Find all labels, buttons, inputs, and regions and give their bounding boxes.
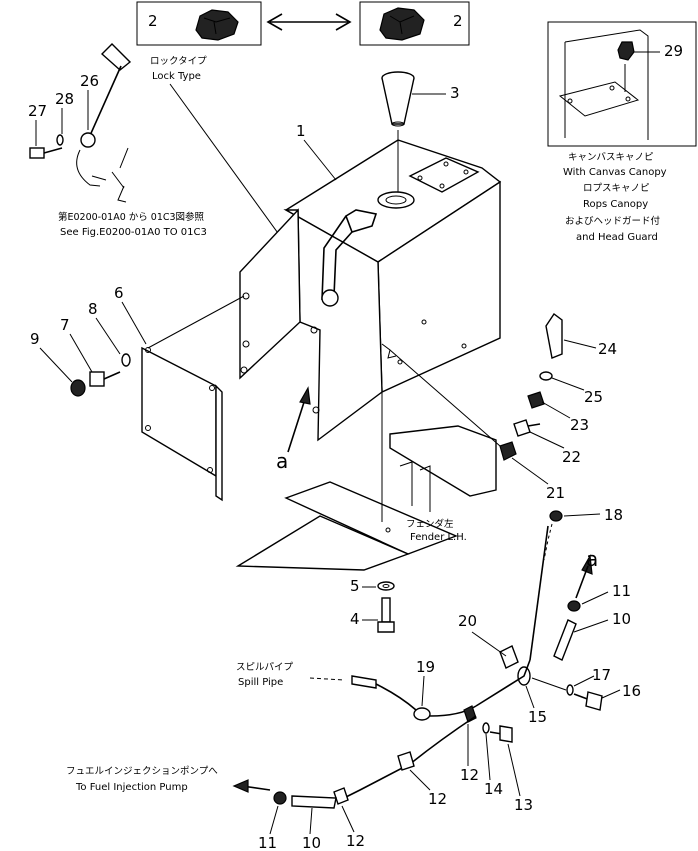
canvas-canopy-jp: キャンバスキャノピ	[568, 152, 654, 163]
fender-lh	[235, 425, 497, 571]
elbow-23	[527, 391, 545, 409]
callout-11-upper: 11	[612, 582, 631, 600]
cock-21	[499, 441, 517, 461]
callout-2-standard: 2	[453, 12, 463, 30]
ref-a-top: a	[586, 547, 598, 571]
callout-16: 16	[622, 682, 641, 700]
callout-12-bottom: 12	[346, 832, 365, 850]
clamp-11-upper	[567, 600, 581, 612]
callout-27: 27	[28, 102, 47, 120]
fip-en: To Fuel Injection Pump	[75, 782, 188, 793]
lock-type-jp: ロックタイプ	[150, 56, 207, 67]
hose-10-upper	[553, 619, 577, 661]
clamp-25	[539, 371, 553, 381]
callout-6: 6	[114, 284, 124, 302]
spill-pipe-en: Spill Pipe	[238, 677, 283, 688]
callout-19: 19	[416, 658, 435, 676]
callout-17: 17	[592, 666, 611, 684]
callout-10-upper: 10	[612, 610, 631, 628]
washer-28	[56, 134, 64, 146]
valve-22	[513, 419, 541, 437]
ref-figure-jp: 第E0200-01A0 から 01C3図参照	[58, 211, 205, 223]
callout-11-lower: 11	[258, 834, 277, 851]
callout-5: 5	[350, 577, 360, 595]
callout-20: 20	[458, 612, 477, 630]
callout-10-lower: 10	[302, 834, 321, 851]
ref-figure-en: See Fig.E0200-01A0 TO 01C3	[60, 227, 207, 238]
callout-12-mid: 12	[460, 766, 479, 784]
callout-22: 22	[562, 448, 581, 466]
rops-canopy-en: Rops Canopy	[583, 199, 648, 210]
clamp-11-lower	[273, 791, 287, 805]
callout-2-lock: 2	[148, 12, 158, 30]
callout-1: 1	[296, 122, 306, 140]
callout-7: 7	[60, 316, 70, 334]
callout-15: 15	[528, 708, 547, 726]
callout-4: 4	[350, 610, 360, 628]
clamp-19	[413, 707, 431, 721]
callout-14: 14	[484, 780, 503, 798]
callout-3: 3	[450, 84, 460, 102]
callout-12-lower: 12	[428, 790, 447, 808]
cap-variant-lock	[136, 1, 262, 46]
clamp-20	[499, 645, 519, 669]
washer-14	[482, 722, 490, 734]
callout-21: 21	[546, 484, 565, 502]
fuel-tank	[239, 139, 502, 442]
double-arrow	[266, 13, 352, 31]
lock-lever-assembly	[76, 43, 132, 203]
clamp-12-lower	[397, 751, 415, 771]
canopy-inset	[547, 21, 697, 147]
spill-pipe-jp: スピルパイプ	[236, 662, 294, 673]
hose-24	[545, 312, 563, 359]
ref-a-left: a	[276, 449, 288, 473]
head-guard-en: and Head Guard	[576, 232, 658, 243]
bolt-13	[489, 725, 513, 743]
callout-23: 23	[570, 416, 589, 434]
canvas-canopy-en: With Canvas Canopy	[563, 167, 667, 178]
rops-canopy-jp: ロプスキャノピ	[583, 183, 650, 194]
callout-13: 13	[514, 796, 533, 814]
hose-10-lower	[291, 795, 337, 809]
washer-5	[377, 581, 395, 591]
bolt-7	[89, 371, 121, 387]
side-cover	[141, 346, 223, 502]
bolt-16	[573, 691, 603, 711]
callout-28: 28	[55, 90, 74, 108]
knob-9	[70, 379, 86, 397]
fender-en: Fender L.H.	[410, 532, 467, 543]
cap-variant-standard	[359, 1, 470, 46]
callout-8: 8	[88, 300, 98, 318]
callout-18: 18	[604, 506, 623, 524]
clamp-12-bottom	[333, 787, 349, 805]
callout-9: 9	[30, 330, 40, 348]
callout-26: 26	[80, 72, 99, 90]
bolt-4	[377, 597, 395, 633]
callout-25: 25	[584, 388, 603, 406]
head-guard-jp: およびヘッドガード付	[565, 216, 661, 227]
washer-8	[121, 353, 131, 367]
fender-jp: フェンダ左	[406, 518, 454, 530]
callout-29: 29	[664, 42, 683, 60]
washer-17	[566, 684, 574, 696]
fip-jp: フュエルインジェクションポンプへ	[66, 766, 218, 777]
strainer	[381, 71, 415, 127]
bolt-27	[29, 147, 63, 159]
fitting-18	[549, 510, 563, 522]
lock-type-en: Lock Type	[152, 71, 201, 82]
callout-24: 24	[598, 340, 617, 358]
